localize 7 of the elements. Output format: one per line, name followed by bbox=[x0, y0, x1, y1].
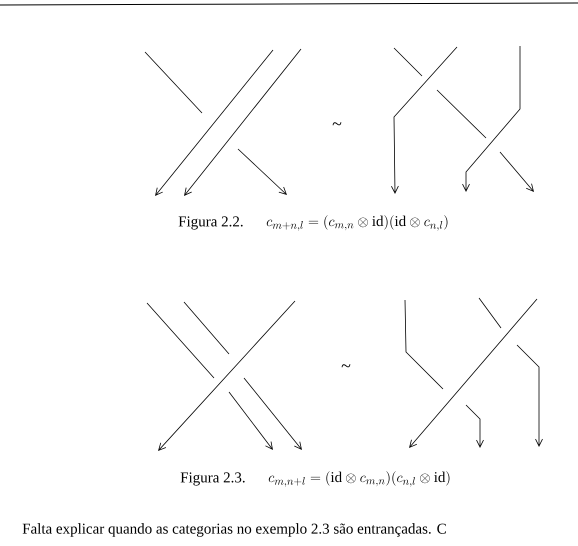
caption-formula: $c_{m+n,l} = (c_{m,n} \otimes \mathrm{id})(\mathrm{id} \otimes c_{n,l})$ bbox=[266, 215, 448, 231]
caption-formula: $c_{m,n+l} = (\mathrm{id} \otimes c_{m,n})(c_{n,l} \otimes \mathrm{id})$ bbox=[268, 471, 450, 487]
tilde-symbol: ~ bbox=[332, 122, 342, 126]
tilde-symbol: ~ bbox=[342, 364, 350, 368]
figure-caption: Figura 2.2. bbox=[178, 216, 243, 230]
body-text: Falta explicar quando as categorias no exemplo 2.3 são entrançadas. C bbox=[22, 523, 446, 537]
figure-caption: Figura 2.3. bbox=[180, 472, 245, 486]
